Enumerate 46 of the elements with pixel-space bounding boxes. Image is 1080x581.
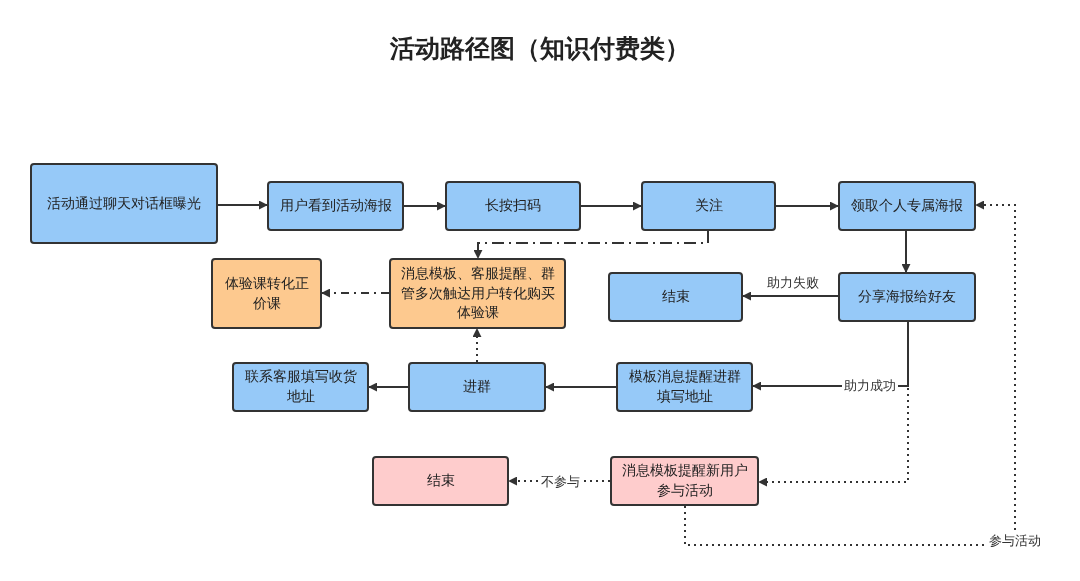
box-text: 分享海报给好友 xyxy=(858,287,956,307)
process-box xyxy=(610,456,759,506)
box-text: 关注 xyxy=(694,196,723,216)
arrow xyxy=(473,230,709,259)
box-text: 领取个人专属海报 xyxy=(851,196,963,216)
arrow xyxy=(472,328,482,363)
box-text: 用户看到活动海报 xyxy=(279,196,392,216)
arrow xyxy=(684,200,1016,546)
process-box xyxy=(211,258,322,329)
box-text: 模板消息提醒进群填写地址 xyxy=(627,367,742,406)
process-box xyxy=(30,163,218,244)
box-text: 结束 xyxy=(661,287,690,307)
arrow xyxy=(580,201,642,211)
process-box xyxy=(641,181,776,231)
box-text: 结束 xyxy=(426,471,455,491)
arrow xyxy=(758,321,909,487)
arrow xyxy=(545,382,617,392)
box-text: 进群 xyxy=(463,377,491,397)
arrow xyxy=(368,382,409,392)
process-box xyxy=(838,272,976,322)
arrow xyxy=(901,230,911,273)
arrow xyxy=(742,291,839,301)
process-box xyxy=(838,181,976,231)
process-box xyxy=(616,362,753,412)
box-text: 消息模板、客服提醒、群管多次触达用户转化购买体验课 xyxy=(399,264,556,323)
edge-label: 助力失败 xyxy=(765,274,821,292)
arrow xyxy=(403,201,446,211)
process-box xyxy=(408,362,546,412)
process-box xyxy=(445,181,581,231)
box-text: 活动通过聊天对话框曝光 xyxy=(47,193,201,213)
box-text: 联系客服填写收货地址 xyxy=(243,367,358,406)
diagram-title: 活动路径图（知识付费类） xyxy=(390,33,690,65)
box-text: 消息模板提醒新用户参与活动 xyxy=(620,461,749,500)
arrow xyxy=(217,200,268,210)
box-text: 长按扫码 xyxy=(485,196,541,216)
process-box xyxy=(389,258,566,329)
process-box xyxy=(608,272,743,322)
edge-label: 不参与 xyxy=(538,473,582,491)
arrow xyxy=(321,288,390,298)
process-box xyxy=(372,456,509,506)
process-box xyxy=(232,362,369,412)
process-box xyxy=(267,181,404,231)
box-text: 体验课转化正价课 xyxy=(223,273,310,313)
arrow xyxy=(775,201,839,211)
edge-label: 参与活动 xyxy=(987,532,1043,550)
edge-label: 助力成功 xyxy=(842,377,898,395)
